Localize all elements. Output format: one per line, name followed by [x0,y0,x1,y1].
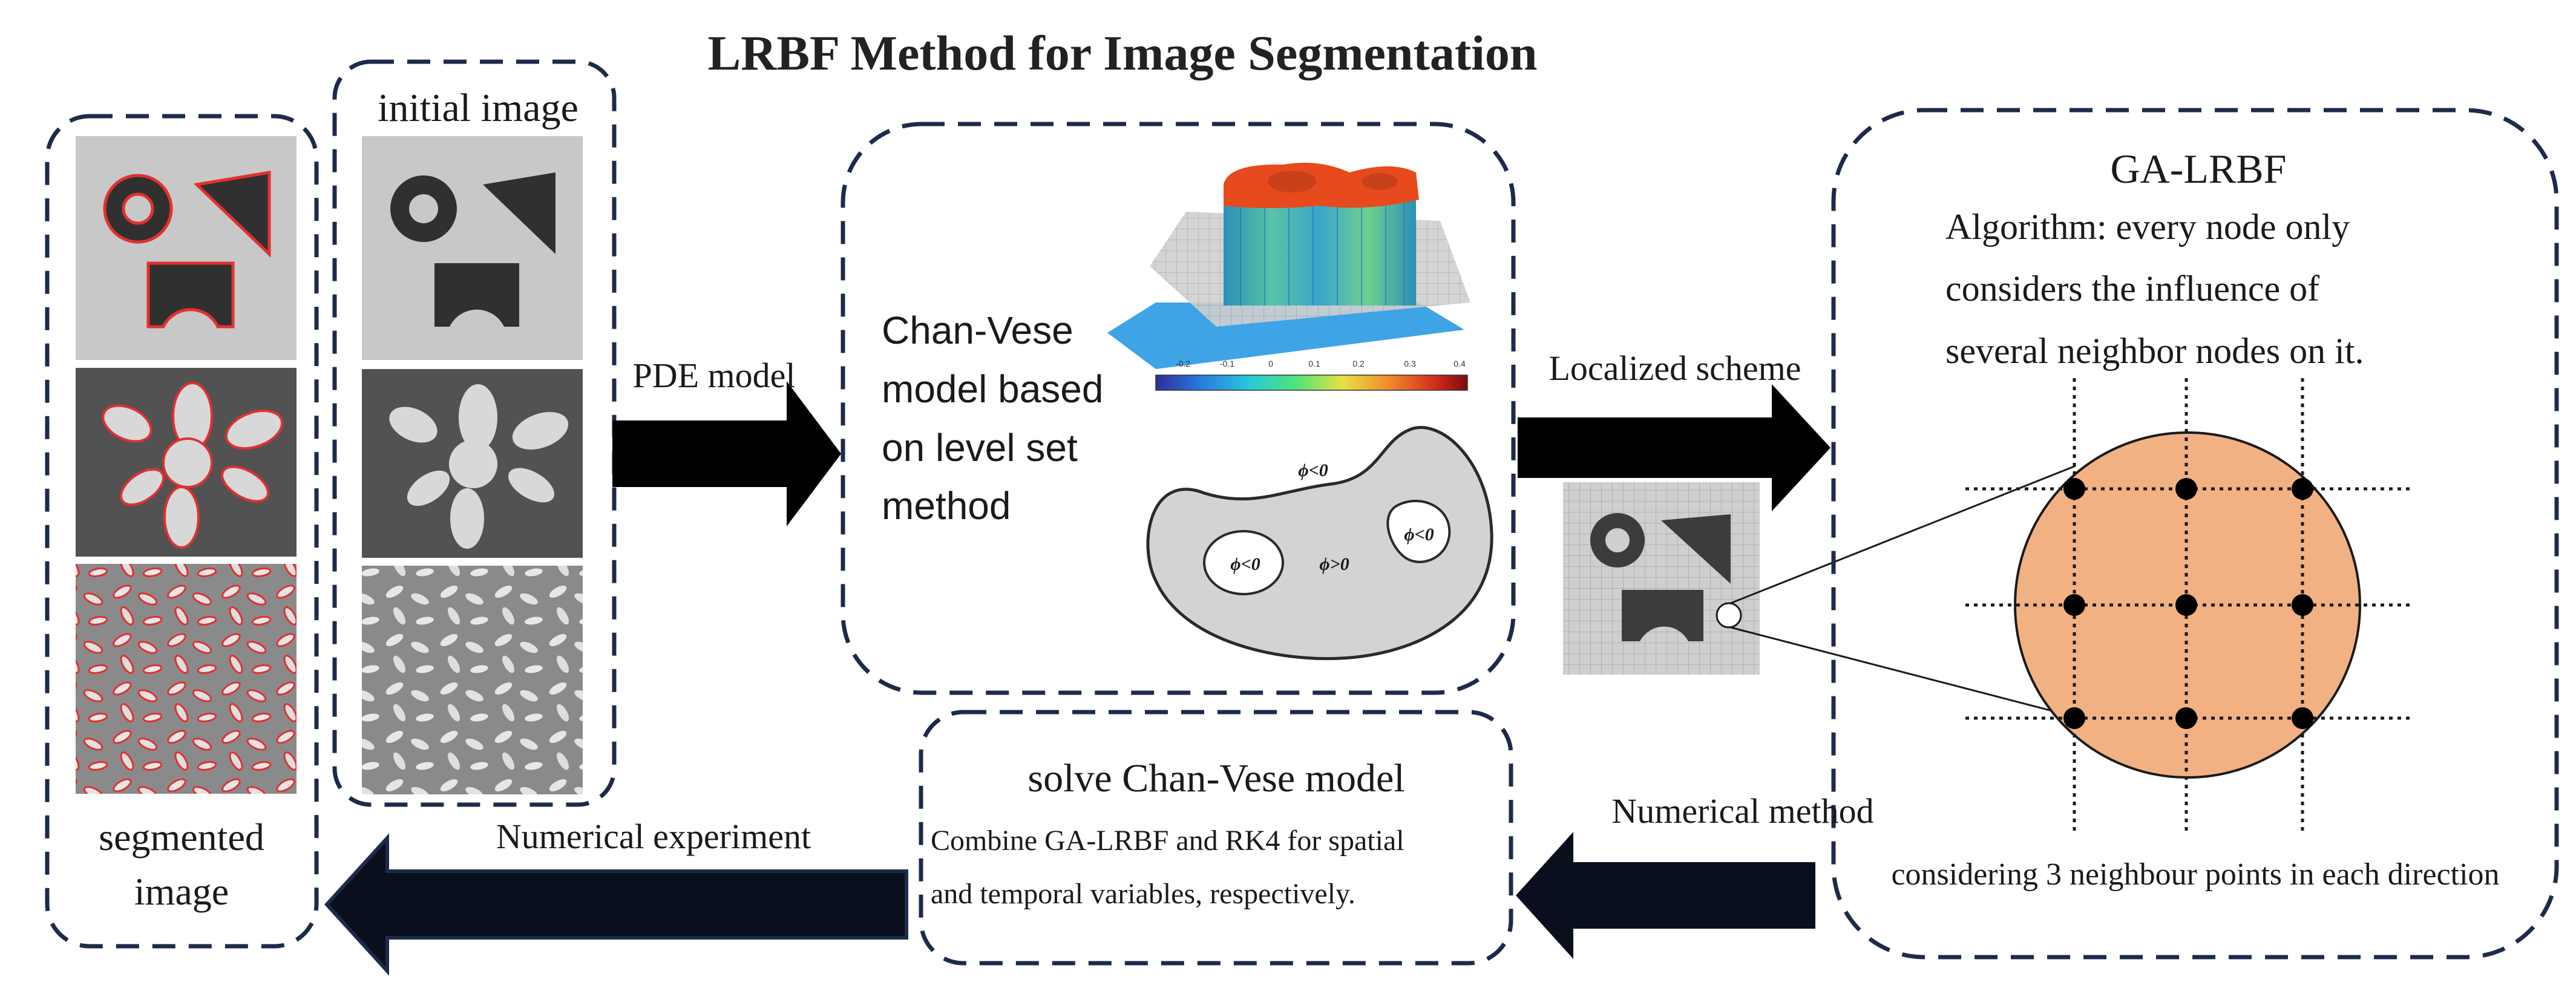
pde-model-arrow: PDE model [612,356,841,526]
surface-top [1224,162,1419,208]
initial-shapes-image [362,136,583,360]
segmented-image-panel: segmented image [45,114,319,949]
ga-lrbf-panel-frame [1831,108,2559,960]
phi-inner-label: ϕ>0 [1319,554,1349,574]
phi-outer-label: ϕ<0 [1298,460,1328,480]
colorbar-ticks: -0.2 -0.1 0 0.1 0.2 0.3 0.4 [1176,359,1466,368]
segmented-panel-frame [45,114,319,949]
level-set-region [1146,426,1493,661]
initial-image-label: initial image [378,86,578,130]
solve-panel-line1: Combine GA-LRBF and RK4 for spatial [931,825,1404,857]
ga-lrbf-algo-line2: considers the influence of [1945,269,2319,309]
pde-model-label: PDE model [632,356,795,395]
level-set-surface-plot: -0.2 -0.1 0 0.1 0.2 0.3 0.4 [1107,162,1470,391]
level-set-hole-right [1386,500,1451,563]
segmented-label-line2: image [134,870,229,913]
phi-hole-left-label: ϕ<0 [1230,554,1260,574]
solve-panel-line2: and temporal variables, respectively. [931,878,1355,910]
stencil-node [2063,478,2085,500]
colorbar-tick: -0.2 [1176,359,1190,368]
localized-scheme-arrow: Localized scheme [1518,348,1830,511]
phi-hole-right-label: ϕ<0 [1404,525,1434,545]
segmented-label-line1: segmented [99,816,264,859]
chan-vese-text-line1: Chan-Vese [882,309,1073,352]
stencil-node [2292,594,2313,616]
base-plane [1107,303,1464,369]
colorbar-tick: 0.1 [1308,359,1320,368]
colorbar-tick: 0 [1268,359,1273,368]
solve-chan-vese-panel: solve Chan-Vese model Combine GA-LRBF an… [919,710,1513,966]
stencil-node [2063,594,2085,616]
chan-vese-text-line2: model based [882,367,1103,411]
stencil-node [2175,478,2197,500]
numerical-experiment-label: Numerical experiment [496,817,811,856]
chan-vese-panel: Chan-Vese model based on level set metho… [841,122,1516,695]
diagram-title: LRBF Method for Image Segmentation [707,25,1537,80]
numerical-experiment-arrow: Numerical experiment [324,817,908,976]
ga-lrbf-panel: GA-LRBF Algorithm: every node only consi… [1831,108,2559,960]
chan-vese-text-line3: on level set [882,426,1078,469]
segmented-rice-image [76,564,297,794]
ga-lrbf-algo-line3: several neighbor nodes on it. [1945,331,2364,371]
stencil-node [2175,594,2197,616]
grid-overlay-image [1563,465,2076,718]
ga-lrbf-algo-line1: Algorithm: every node only [1945,207,2350,247]
zoom-node-marker [1716,602,1742,629]
stencil-node [2292,478,2313,500]
colorbar-tick: 0.2 [1352,359,1365,368]
colorbar-tick: -0.1 [1220,359,1234,368]
numerical-method-label: Numerical method [1611,791,1873,831]
solve-panel-title: solve Chan-Vese model [1027,756,1404,800]
segmented-shapes-image [76,136,297,360]
colorbar-tick: 0.3 [1404,359,1416,368]
initial-plant-image [362,369,583,558]
segmented-plant-image [76,368,297,557]
ga-lrbf-caption: considering 3 neighbour points in each d… [1891,857,2499,892]
initial-image-panel: initial image [332,59,617,807]
localized-scheme-label: Localized scheme [1549,348,1801,388]
chan-vese-text-line4: method [882,484,1011,528]
initial-rice-image [362,566,583,794]
numerical-method-arrow: Numerical method [1516,791,1874,959]
ga-lrbf-title: GA-LRBF [2111,146,2287,192]
level-set-hole-left [1203,530,1284,595]
colorbar [1155,374,1468,391]
level-set-blob-diagram: ϕ<0 ϕ>0 ϕ<0 ϕ<0 [1146,426,1493,661]
stencil-node [2063,707,2085,729]
colorbar-tick: 0.4 [1454,359,1466,368]
stencil-node [2292,707,2313,729]
solve-panel-frame [919,710,1513,966]
stencil-diagram [1965,378,2414,832]
chan-vese-panel-frame [841,122,1516,695]
stencil-node [2175,707,2197,729]
